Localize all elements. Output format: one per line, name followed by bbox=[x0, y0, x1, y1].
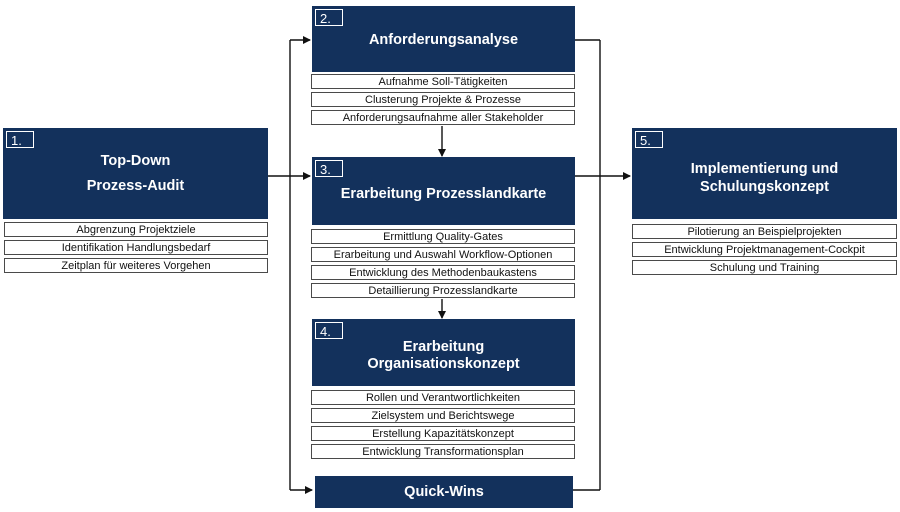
phase-3-item: Ermittlung Quality-Gates bbox=[311, 229, 575, 244]
phase-4-item: Rollen und Verantwortlichkeiten bbox=[311, 390, 575, 405]
phase-3-number: 3. bbox=[315, 160, 343, 177]
phase-5-number: 5. bbox=[635, 131, 663, 148]
phase-2-number: 2. bbox=[315, 9, 343, 26]
phase-1-item: Abgrenzung Projektziele bbox=[4, 222, 268, 237]
phase-5-item: Pilotierung an Beispielprojekten bbox=[632, 224, 897, 239]
phase-2-box: 2. Anforderungsanalyse bbox=[312, 6, 575, 72]
phase-1-box: 1. Top-Down Prozess-Audit bbox=[3, 128, 268, 219]
phase-2-item: Aufnahme Soll-Tätigkeiten bbox=[311, 74, 575, 89]
quick-wins-title: Quick-Wins bbox=[404, 484, 484, 500]
phase-4-number: 4. bbox=[315, 322, 343, 339]
phase-2-item: Clusterung Projekte & Prozesse bbox=[311, 92, 575, 107]
phase-3-item: Entwicklung des Methodenbaukastens bbox=[311, 265, 575, 280]
phase-1-item: Identifikation Handlungsbedarf bbox=[4, 240, 268, 255]
phase-4-title-line-1: Erarbeitung bbox=[402, 339, 485, 355]
phase-4-title-line-2: Organisationskonzept bbox=[367, 356, 520, 372]
phase-3-item: Erarbeitung und Auswahl Workflow-Optione… bbox=[311, 247, 575, 262]
quick-wins-box: Quick-Wins bbox=[315, 476, 573, 508]
phase-3-item: Detaillierung Prozesslandkarte bbox=[311, 283, 575, 298]
phase-2-item: Anforderungsaufnahme aller Stakeholder bbox=[311, 110, 575, 125]
phase-1-title-line-1: Top-Down bbox=[100, 153, 171, 169]
phase-5-item: Entwicklung Projektmanagement-Cockpit bbox=[632, 242, 897, 257]
phase-2-title: Anforderungsanalyse bbox=[368, 32, 519, 48]
phase-3-box: 3. Erarbeitung Prozesslandkarte bbox=[312, 157, 575, 225]
phase-4-item: Erstellung Kapazitätskonzept bbox=[311, 426, 575, 441]
phase-5-title-line-2: Schulungskonzept bbox=[700, 179, 829, 195]
phase-4-item: Zielsystem und Berichtswege bbox=[311, 408, 575, 423]
phase-1-item: Zeitplan für weiteres Vorgehen bbox=[4, 258, 268, 273]
phase-4-item: Entwicklung Transformationsplan bbox=[311, 444, 575, 459]
phase-3-title: Erarbeitung Prozesslandkarte bbox=[340, 186, 547, 202]
phase-1-number: 1. bbox=[6, 131, 34, 148]
phase-5-item: Schulung und Training bbox=[632, 260, 897, 275]
phase-5-title-line-1: Implementierung und bbox=[690, 161, 839, 177]
phase-4-box: 4. Erarbeitung Organisationskonzept bbox=[312, 319, 575, 386]
phase-5-box: 5. Implementierung und Schulungskonzept bbox=[632, 128, 897, 219]
phase-1-title-line-2: Prozess-Audit bbox=[86, 178, 185, 194]
